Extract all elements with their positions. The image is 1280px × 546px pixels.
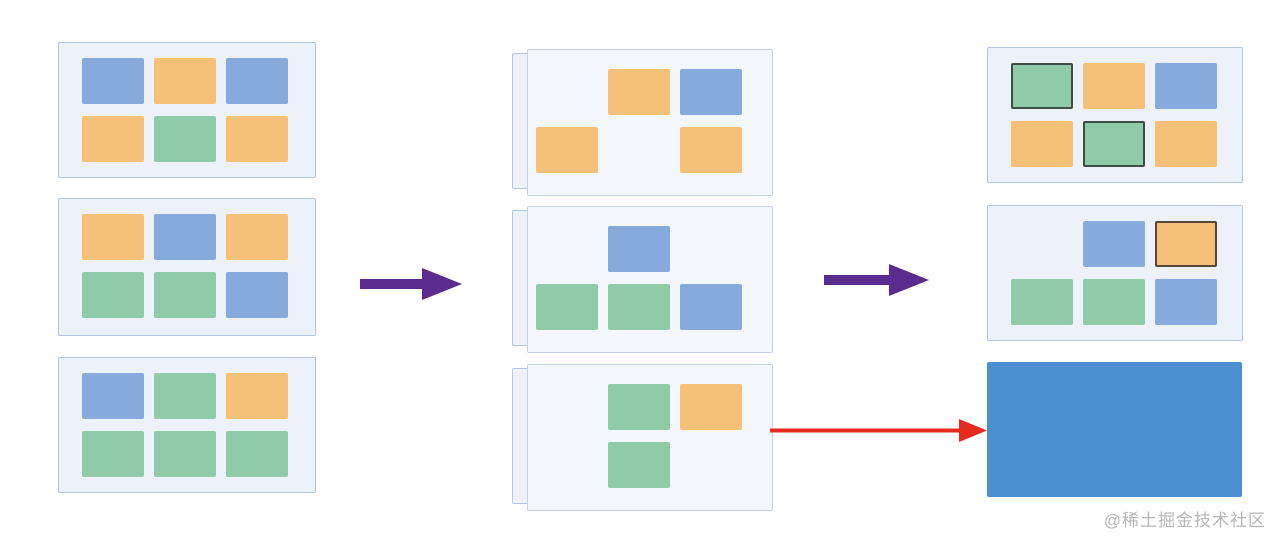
block-orange (608, 69, 670, 115)
block-green (608, 384, 670, 430)
block-blue (154, 214, 216, 260)
block-blue (226, 272, 288, 318)
block-green (1011, 279, 1073, 325)
empty-cell (536, 442, 598, 488)
empty-cell (536, 226, 598, 272)
arrow-shape (360, 268, 462, 300)
block-orange (226, 373, 288, 419)
block-green-outlined (1083, 121, 1145, 167)
empty-cell (536, 384, 598, 430)
block-green (154, 116, 216, 162)
block-orange (154, 58, 216, 104)
block-green (1083, 279, 1145, 325)
result-solid-rectangle (987, 362, 1242, 497)
block-orange (82, 214, 144, 260)
block-green (154, 431, 216, 477)
block-orange (680, 384, 742, 430)
block-orange (680, 127, 742, 173)
block-green (226, 431, 288, 477)
block-green (608, 284, 670, 330)
block-orange (1083, 63, 1145, 109)
block-blue (226, 58, 288, 104)
filtered-grid-panel-3 (512, 364, 773, 511)
flow-arrow-right-icon-2 (824, 264, 929, 296)
watermark-text: @稀土掘金技术社区 (1103, 511, 1266, 530)
block-orange (1011, 121, 1073, 167)
block-blue (680, 69, 742, 115)
filtered-grid-panel-1 (512, 49, 773, 196)
block-orange (536, 127, 598, 173)
block-green (536, 284, 598, 330)
input-grid-panel-3 (58, 357, 316, 493)
block-orange (1155, 121, 1217, 167)
block-orange-outlined (1155, 221, 1217, 267)
block-orange (226, 116, 288, 162)
empty-cell (680, 442, 742, 488)
block-blue (1155, 279, 1217, 325)
block-orange (226, 214, 288, 260)
block-green (82, 272, 144, 318)
empty-cell (680, 226, 742, 272)
block-blue (1083, 221, 1145, 267)
result-grid-panel-2 (987, 205, 1243, 341)
block-blue (1155, 63, 1217, 109)
block-blue (680, 284, 742, 330)
arrow-shape (770, 419, 987, 442)
block-green (82, 431, 144, 477)
block-blue (608, 226, 670, 272)
result-grid-panel-1 (987, 47, 1243, 183)
filtered-grid-panel-2 (512, 206, 773, 353)
arrow-shape (824, 264, 929, 296)
input-grid-panel-1 (58, 42, 316, 178)
flow-arrow-right-icon-1 (360, 268, 462, 300)
block-green (154, 373, 216, 419)
block-blue (82, 58, 144, 104)
block-green (608, 442, 670, 488)
empty-cell (536, 69, 598, 115)
empty-cell (1011, 221, 1073, 267)
block-orange (82, 116, 144, 162)
block-blue (82, 373, 144, 419)
block-green (154, 272, 216, 318)
input-grid-panel-2 (58, 198, 316, 336)
block-green-outlined (1011, 63, 1073, 109)
result-arrow-right-icon (770, 419, 987, 442)
empty-cell (608, 127, 670, 173)
